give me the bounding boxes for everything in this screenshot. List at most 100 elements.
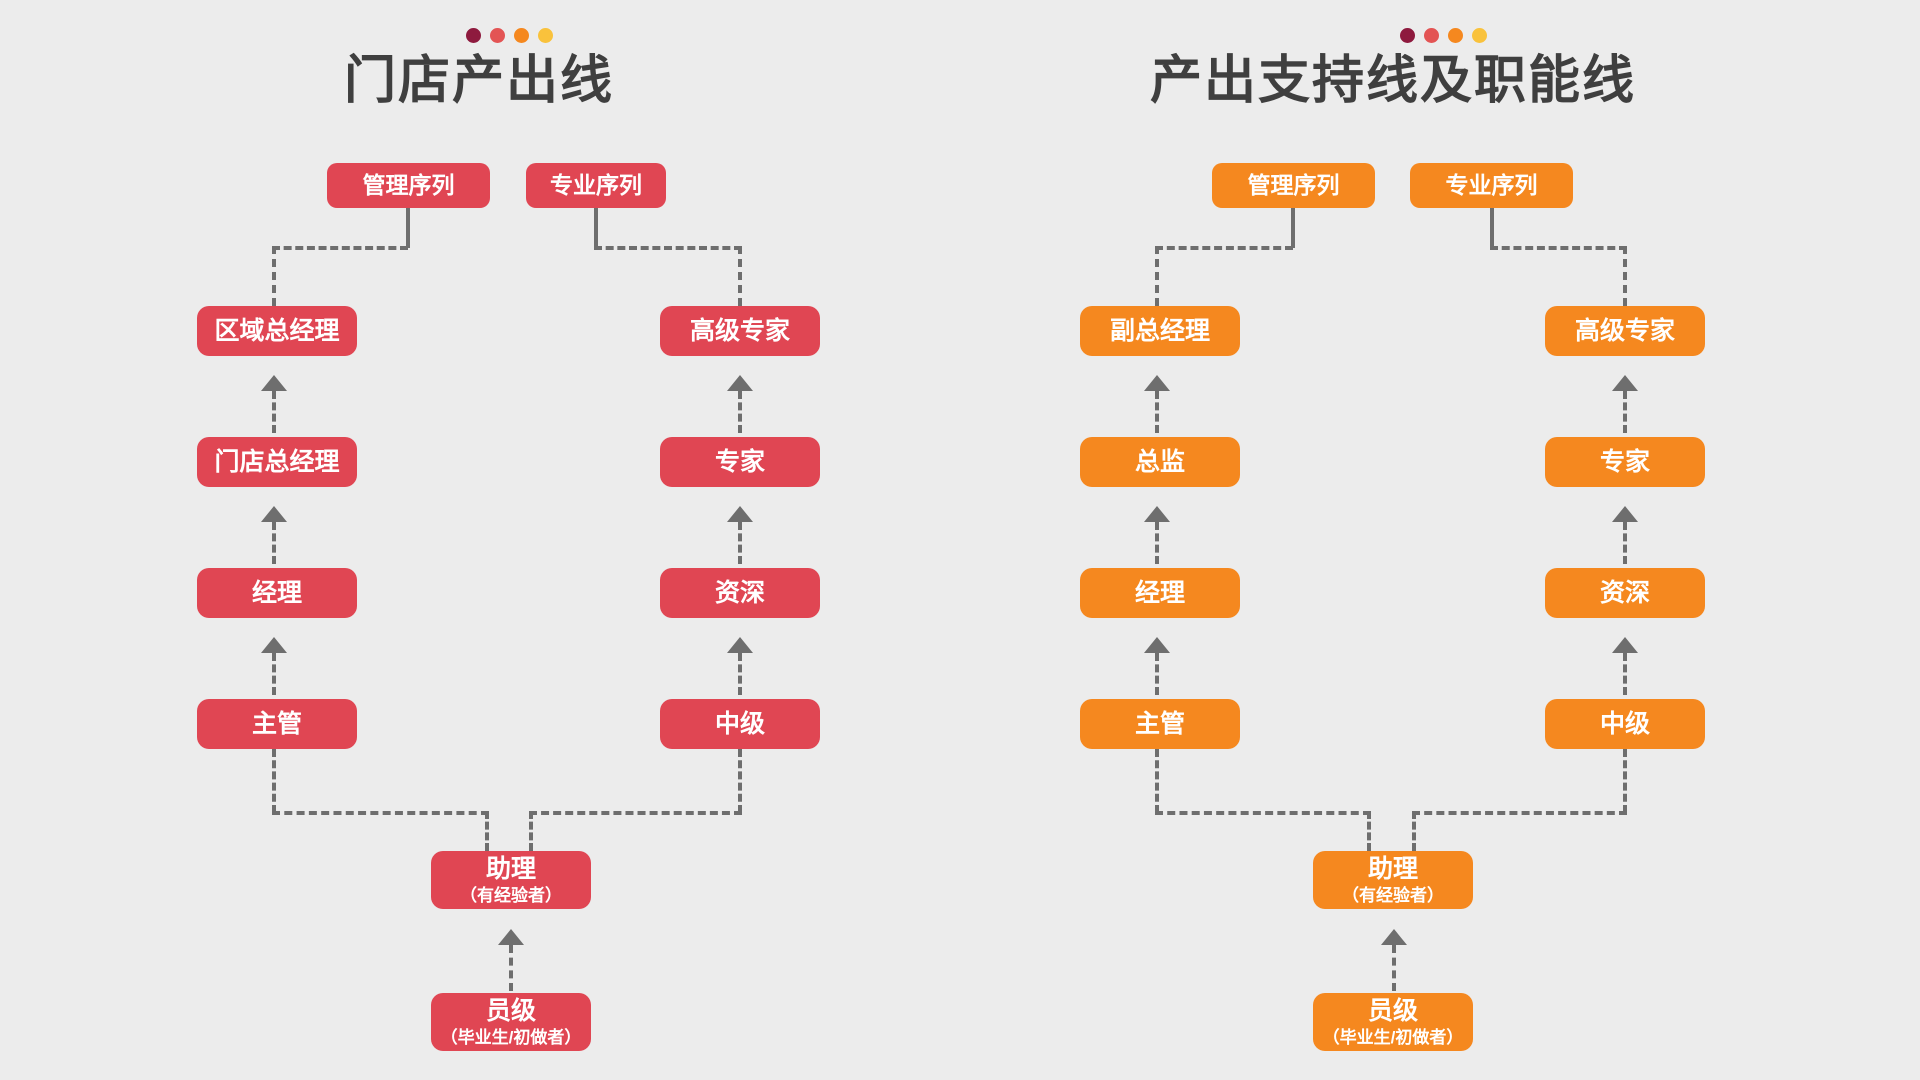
- node-management-3[interactable]: 经理: [1080, 568, 1240, 618]
- connector-professional-3: [738, 653, 742, 695]
- arrow-professional-1: [1612, 375, 1638, 391]
- node-label: 助理: [1367, 854, 1418, 883]
- connector-seq-mgmt-stub: [1291, 208, 1295, 248]
- node-label: 经理: [251, 578, 302, 607]
- connector-seq-mgmt-horizontal: [1155, 246, 1293, 250]
- node-label: 中级: [1599, 709, 1650, 738]
- node-professional-2[interactable]: 专家: [660, 437, 820, 487]
- node-professional-2[interactable]: 专家: [1545, 437, 1705, 487]
- connector-branch-left-horizontal: [1155, 811, 1371, 815]
- connector-seq-prof-horizontal: [594, 246, 742, 250]
- decorative-dots: [466, 28, 553, 43]
- connector-branch-left-riser: [272, 749, 276, 813]
- node-professional-1[interactable]: 高级专家: [660, 306, 820, 356]
- arrow-professional-2: [1612, 506, 1638, 522]
- connector-seq-prof-drop: [1623, 246, 1627, 306]
- decorative-dots: [1400, 28, 1487, 43]
- node-label: 资深: [714, 578, 765, 607]
- connector-seq-prof-horizontal: [1490, 246, 1627, 250]
- arrow-professional-2: [727, 506, 753, 522]
- node-management-3[interactable]: 经理: [197, 568, 357, 618]
- node-management-2[interactable]: 门店总经理: [197, 437, 357, 487]
- node-label: 中级: [714, 709, 765, 738]
- connector-professional-1: [738, 391, 742, 433]
- dot-2: [490, 28, 505, 43]
- connector-seq-mgmt-stub: [406, 208, 410, 248]
- panel-title: 产出支持线及职能线: [1150, 52, 1637, 110]
- node-label: 高级专家: [689, 316, 790, 345]
- node-sublabel: （有经验者）: [1342, 885, 1444, 905]
- node-common-assistant[interactable]: 助理 （有经验者）: [1313, 851, 1473, 909]
- arrow-management-1: [1144, 375, 1170, 391]
- sequence-badge-label: 专业序列: [550, 172, 642, 199]
- connector-branch-left-stub: [485, 811, 489, 851]
- connector-branch-right-horizontal: [1412, 811, 1627, 815]
- arrow-management-3: [1144, 637, 1170, 653]
- node-label: 员级: [485, 996, 536, 1025]
- node-common-assistant[interactable]: 助理 （有经验者）: [431, 851, 591, 909]
- sequence-badge-management[interactable]: 管理序列: [327, 163, 490, 208]
- node-common-entry[interactable]: 员级 （毕业生/初做者）: [431, 993, 591, 1051]
- node-label: 助理: [485, 854, 536, 883]
- sequence-badge-professional[interactable]: 专业序列: [526, 163, 666, 208]
- panel-support-and-function-line: 产出支持线及职能线 管理序列 专业序列 副总经理 总监 经理: [960, 0, 1920, 1080]
- node-label: 专家: [714, 447, 765, 476]
- panel-store-output-line: 门店产出线 管理序列 专业序列 区域总经理 门店总经理 经理: [197, 28, 820, 1051]
- arrow-professional-3: [727, 637, 753, 653]
- dot-3: [514, 28, 529, 43]
- connector-professional-1: [1623, 391, 1627, 433]
- sequence-badge-label: 管理序列: [1247, 172, 1340, 199]
- connector-management-2: [1155, 522, 1159, 564]
- dot-1: [1400, 28, 1415, 43]
- panel-title: 门店产出线: [344, 52, 615, 110]
- node-common-entry[interactable]: 员级 （毕业生/初做者）: [1313, 993, 1473, 1051]
- connector-branch-right-horizontal: [529, 811, 742, 815]
- arrow-management-2: [1144, 506, 1170, 522]
- arrow-common-1: [1381, 929, 1407, 945]
- node-professional-3[interactable]: 资深: [1545, 568, 1705, 618]
- node-label: 主管: [251, 709, 302, 738]
- node-label: 专家: [1599, 447, 1650, 476]
- sequence-badge-professional[interactable]: 专业序列: [1410, 163, 1573, 208]
- node-label: 主管: [1134, 709, 1185, 738]
- node-label: 经理: [1134, 578, 1185, 607]
- node-professional-3[interactable]: 资深: [660, 568, 820, 618]
- node-management-4[interactable]: 主管: [1080, 699, 1240, 749]
- node-label: 门店总经理: [214, 447, 340, 476]
- connector-professional-3: [1623, 653, 1627, 695]
- connector-seq-prof-stub: [594, 208, 598, 248]
- connector-branch-right-stub: [1412, 811, 1416, 851]
- arrow-management-1: [261, 375, 287, 391]
- node-management-4[interactable]: 主管: [197, 699, 357, 749]
- node-management-1[interactable]: 区域总经理: [197, 306, 357, 356]
- connector-common-1: [509, 945, 513, 991]
- sequence-badge-label: 专业序列: [1445, 172, 1538, 199]
- dot-2: [1424, 28, 1439, 43]
- connector-branch-right-riser: [1623, 749, 1627, 813]
- node-sublabel: （有经验者）: [460, 885, 562, 905]
- arrow-professional-1: [727, 375, 753, 391]
- arrow-common-1: [498, 929, 524, 945]
- node-sublabel: （毕业生/初做者）: [1322, 1027, 1464, 1047]
- connector-management-1: [272, 391, 276, 433]
- connector-seq-mgmt-drop: [1155, 246, 1159, 306]
- connector-seq-mgmt-drop: [272, 246, 276, 306]
- node-management-1[interactable]: 副总经理: [1080, 306, 1240, 356]
- connector-seq-mgmt-horizontal: [272, 246, 408, 250]
- connector-professional-2: [1623, 522, 1627, 564]
- connector-branch-right-stub: [529, 811, 533, 851]
- sequence-badge-management[interactable]: 管理序列: [1212, 163, 1375, 208]
- node-label: 总监: [1134, 447, 1185, 476]
- connector-seq-prof-stub: [1490, 208, 1494, 248]
- arrow-professional-3: [1612, 637, 1638, 653]
- dot-4: [538, 28, 553, 43]
- node-label: 资深: [1599, 578, 1650, 607]
- connector-seq-prof-drop: [738, 246, 742, 306]
- connector-management-3: [272, 653, 276, 695]
- node-professional-4[interactable]: 中级: [1545, 699, 1705, 749]
- node-management-2[interactable]: 总监: [1080, 437, 1240, 487]
- arrow-management-3: [261, 637, 287, 653]
- node-professional-1[interactable]: 高级专家: [1545, 306, 1705, 356]
- node-professional-4[interactable]: 中级: [660, 699, 820, 749]
- connector-branch-left-horizontal: [272, 811, 489, 815]
